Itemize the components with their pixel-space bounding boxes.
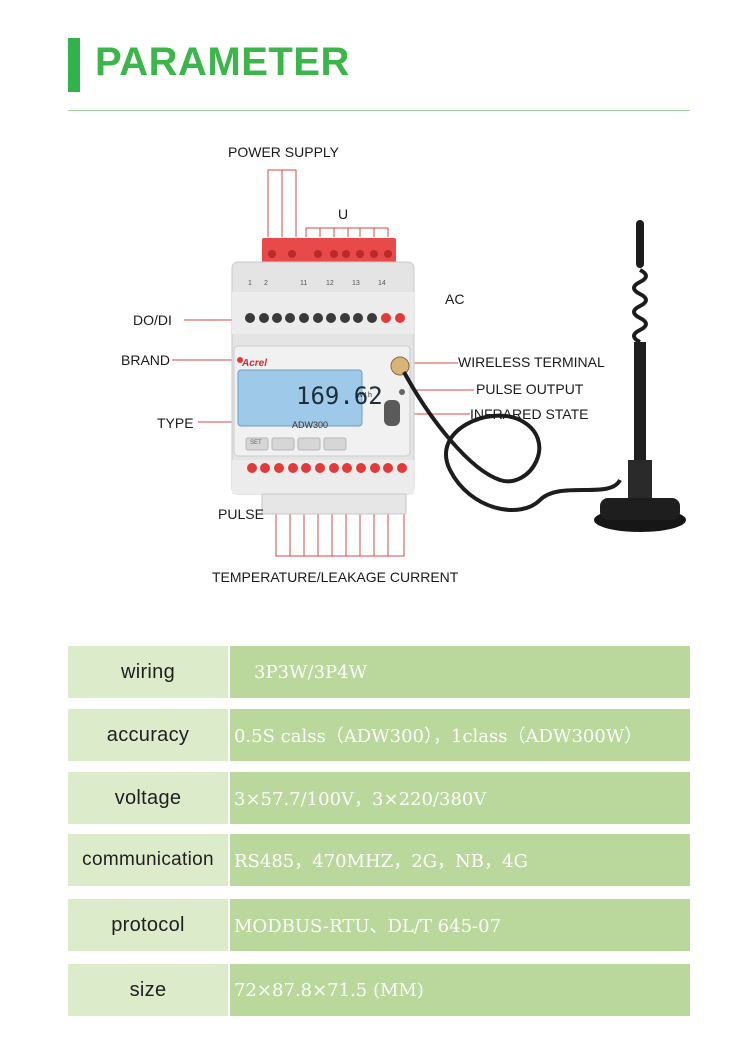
top-terminal-12: 12 <box>326 280 334 287</box>
param-key: wiring <box>68 646 228 698</box>
antenna <box>594 220 686 532</box>
antenna-connector <box>390 356 410 376</box>
antenna-cable <box>402 371 622 512</box>
param-key: protocol <box>68 899 228 951</box>
callout-pulse-output: PULSE OUTPUT <box>476 381 584 397</box>
param-separator <box>228 834 230 886</box>
param-row-wiring: wiring 3P3W/3P4W <box>68 646 690 698</box>
param-row-size: size 72×87.8×71.5 (MM) <box>68 964 690 1016</box>
callout-type: TYPE <box>157 415 194 431</box>
meter-illustration <box>172 169 686 557</box>
param-row-communication: communication RS485，470MHZ，2G，NB，4G <box>68 834 690 886</box>
pulse-led <box>399 389 405 395</box>
param-value: 3P3W/3P4W <box>230 646 690 698</box>
param-key: accuracy <box>68 709 228 761</box>
top-terminal-2: 2 <box>264 280 268 287</box>
callout-ac: AC <box>445 291 465 307</box>
param-separator <box>228 772 230 824</box>
title-divider <box>68 110 690 111</box>
param-row-protocol: protocol MODBUS-RTU、DL/T 645-07 <box>68 899 690 951</box>
lcd-reading: 169.62 <box>296 382 383 410</box>
panel-buttons <box>245 437 347 451</box>
infrared-label: Infrared <box>383 402 389 423</box>
callout-temperature-leakage: TEMPERATURE/LEAKAGE CURRENT <box>212 569 459 585</box>
callout-u: U <box>338 206 349 222</box>
top-terminal-1: 1 <box>248 280 252 287</box>
bottom-terminal-base <box>261 493 407 515</box>
param-separator <box>228 709 230 761</box>
callout-wireless-terminal: WIRELESS TERMINAL <box>458 354 605 370</box>
top-terminal-block <box>262 238 396 266</box>
set-button-label: SET <box>250 440 262 446</box>
di-terminal-strip <box>232 292 414 334</box>
param-value: RS485，470MHZ，2G，NB，4G <box>230 834 690 886</box>
param-value: 72×87.8×71.5 (MM) <box>230 964 690 1016</box>
param-row-voltage: voltage 3×57.7/100V，3×220/380V <box>68 772 690 824</box>
top-terminal-11: 11 <box>300 280 308 287</box>
device-diagram: Acrel 169.62 kW h ADW300 SET Infrared 1 … <box>0 120 750 600</box>
infrared-window <box>384 400 400 426</box>
callout-do-di: DO/DI <box>133 312 172 328</box>
top-terminal-screws <box>268 250 392 258</box>
model-label: ADW300 <box>292 420 329 430</box>
callout-power-supply: POWER SUPPLY <box>228 144 339 160</box>
param-value: 3×57.7/100V，3×220/380V <box>230 772 690 824</box>
callout-pulse: PULSE <box>218 506 264 522</box>
param-key: communication <box>68 834 228 886</box>
top-terminal-13: 13 <box>352 280 360 287</box>
param-key: voltage <box>68 772 228 824</box>
param-separator <box>228 646 230 698</box>
brand-logo: Acrel <box>242 358 268 369</box>
page-title: PARAMETER <box>95 40 350 84</box>
param-value: MODBUS-RTU、DL/T 645-07 <box>230 899 690 951</box>
param-separator <box>228 964 230 1016</box>
param-key: size <box>68 964 228 1016</box>
callout-infrared-state: INFRARED STATE <box>470 406 589 422</box>
brand-marker <box>237 357 243 363</box>
lcd-screen <box>237 369 363 427</box>
param-row-accuracy: accuracy 0.5S calss（ADW300），1class（ADW30… <box>68 709 690 761</box>
bottom-terminals <box>247 463 407 473</box>
callout-brand: BRAND <box>121 352 171 368</box>
param-separator <box>228 899 230 951</box>
di-terminals <box>245 313 405 323</box>
lcd-unit: kW h <box>356 392 372 399</box>
top-terminal-14: 14 <box>378 280 386 287</box>
title-accent-bar <box>68 38 80 92</box>
param-value: 0.5S calss（ADW300），1class（ADW300W） <box>230 709 690 761</box>
